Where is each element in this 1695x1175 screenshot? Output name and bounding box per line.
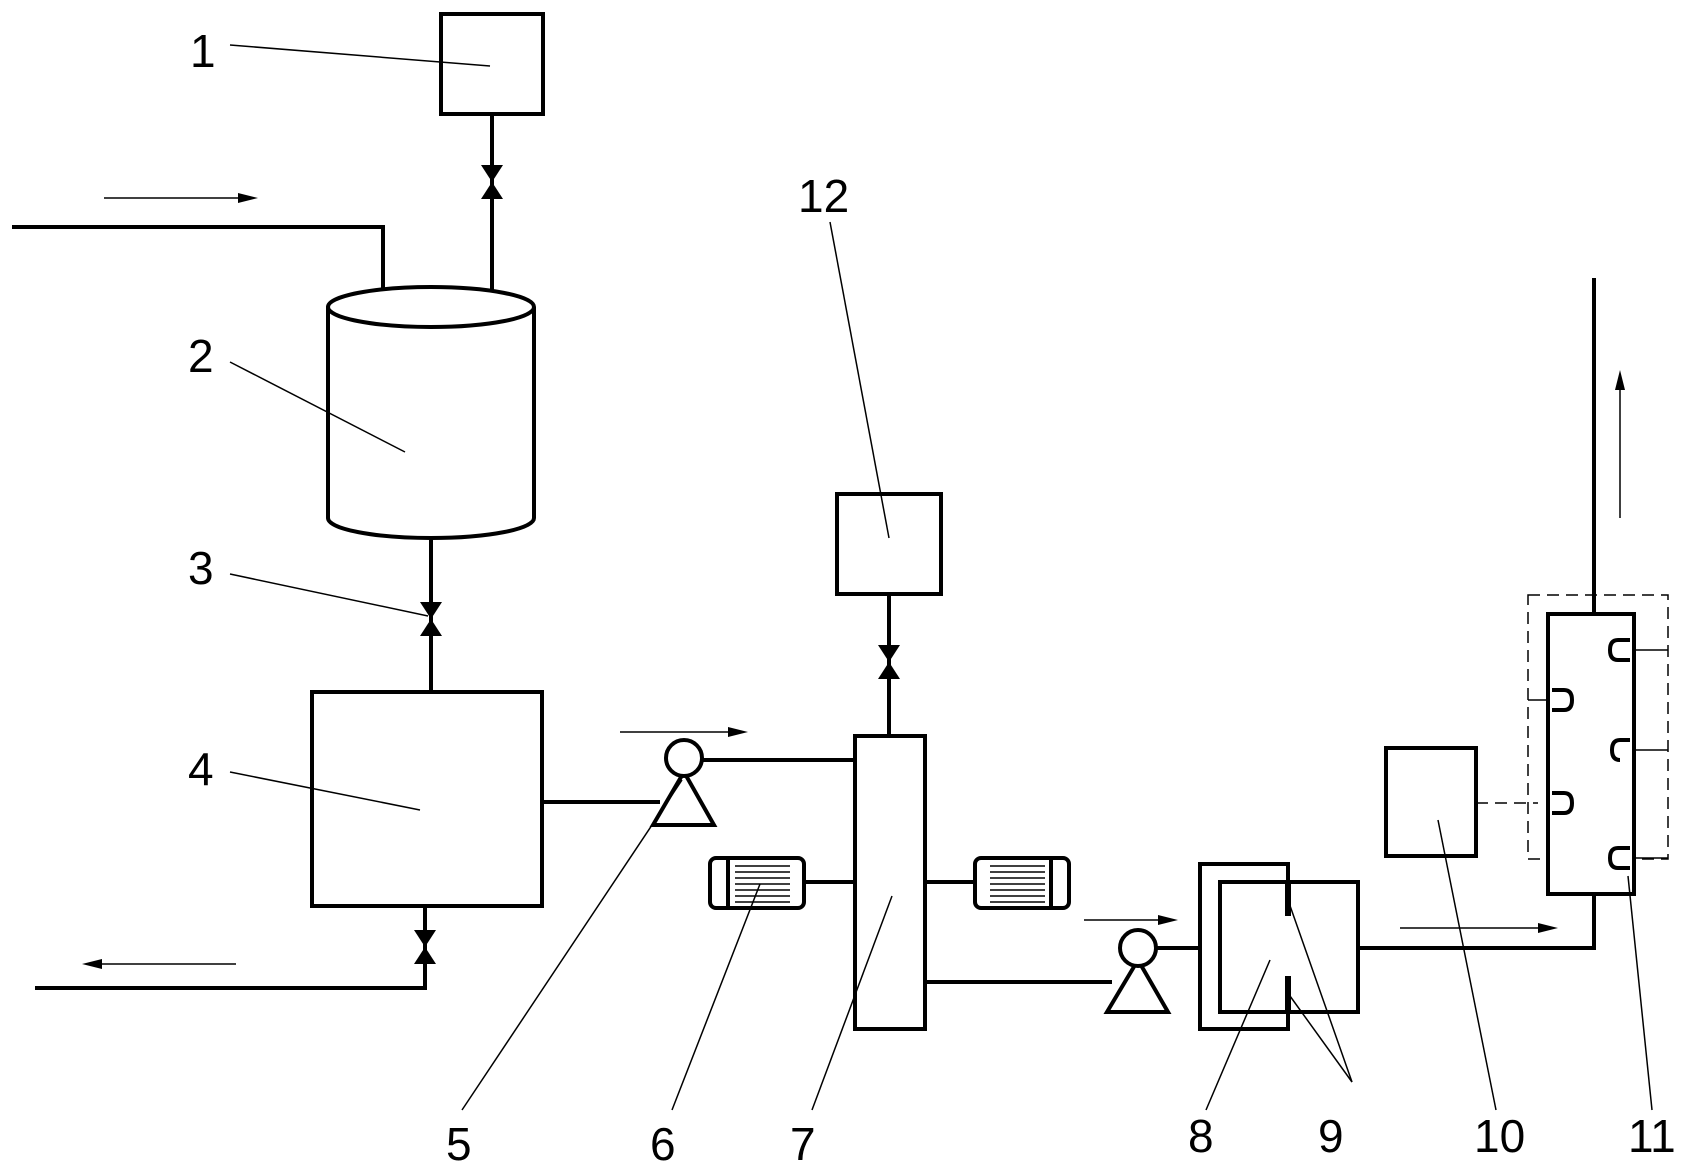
leader-lines [229, 44, 1653, 1111]
flow-arrow-icon [1615, 370, 1625, 518]
sensor-icon [1607, 638, 1668, 662]
sensor-icon [1552, 791, 1575, 815]
component-4-box [310, 690, 544, 908]
flow-arrow-icon [104, 193, 258, 203]
label-11: 11 [1628, 1110, 1676, 1162]
pump-icon [1103, 928, 1172, 1014]
label-3: 3 [188, 542, 214, 594]
valve-icon [878, 645, 900, 679]
sensor-icon [1607, 846, 1668, 870]
label-12: 12 [798, 170, 849, 222]
label-7: 7 [790, 1118, 816, 1170]
pipe-8-to-11 [1358, 894, 1596, 950]
component-10-box [1384, 746, 1478, 858]
pump-icon [649, 738, 718, 827]
label-1: 1 [190, 25, 216, 77]
component-12-box [835, 492, 943, 596]
electrode-bottom [1285, 976, 1291, 1012]
sensor-icon [1528, 688, 1575, 712]
label-10: 10 [1474, 1110, 1525, 1162]
component-8-cell [1198, 862, 1360, 1031]
flow-arrow-icon [82, 959, 236, 969]
sensor-enclosure [1527, 594, 1669, 860]
component-7-column [853, 734, 927, 1031]
flow-arrow-icon [1400, 923, 1558, 933]
outlet-pipe [35, 906, 427, 990]
valve-icon [481, 165, 503, 199]
valve-icon [420, 602, 442, 636]
label-6: 6 [650, 1118, 676, 1170]
electrode-top [1285, 882, 1291, 916]
flow-arrow-icon [1084, 915, 1178, 925]
label-2: 2 [188, 330, 214, 382]
label-5: 5 [446, 1118, 472, 1170]
component-2-tank [326, 285, 536, 540]
sensor-icon [1609, 738, 1668, 762]
valve-icon [414, 930, 436, 964]
motor-icon [973, 856, 1071, 910]
label-9: 9 [1318, 1110, 1344, 1162]
label-4: 4 [188, 743, 214, 795]
flow-arrow-icon [620, 727, 748, 737]
motor-icon [708, 856, 806, 910]
label-8: 8 [1188, 1110, 1214, 1162]
